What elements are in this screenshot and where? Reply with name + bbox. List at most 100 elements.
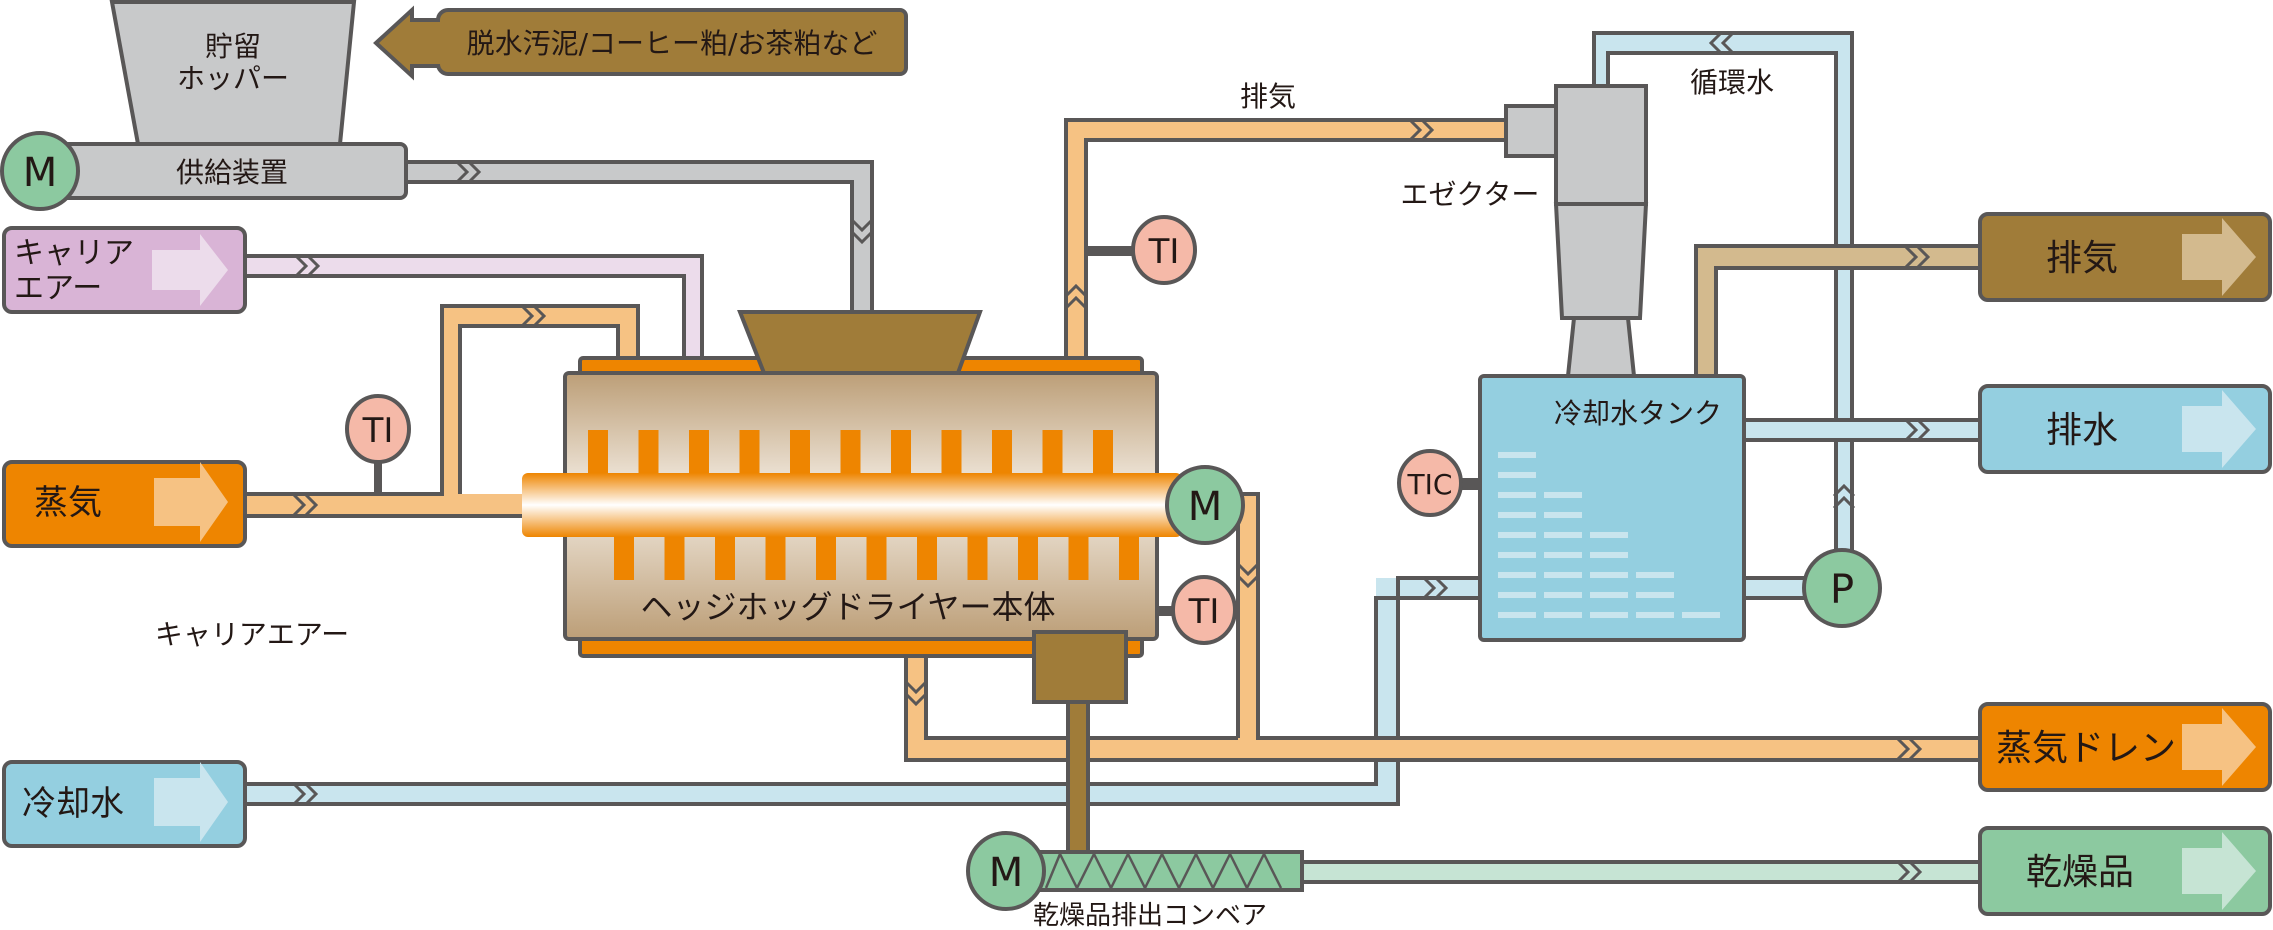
paddle-top xyxy=(1042,430,1063,474)
paddle-bottom xyxy=(765,536,786,580)
dryer-exhaust-pipe xyxy=(1064,118,1510,360)
carrier-air-label-line2: エアー xyxy=(14,271,102,306)
paddle-bottom xyxy=(664,536,685,580)
motor-label: M xyxy=(989,850,1024,896)
dryer-inlet-chute xyxy=(737,310,983,375)
paddle-top xyxy=(739,430,760,474)
pump-suction-pipe xyxy=(1744,576,1806,600)
dryer-label: ヘッジホッグドライヤー本体 xyxy=(640,588,1055,626)
water-level-line xyxy=(1544,552,1582,558)
paddle-bottom xyxy=(1068,536,1089,580)
steam-input: 蒸気 xyxy=(2,460,247,548)
water-level-line xyxy=(1498,472,1536,478)
cooling-water-label: 冷却水 xyxy=(22,784,124,824)
water-level-line xyxy=(1498,452,1536,458)
dryer-discharge-port xyxy=(1032,630,1128,704)
exhaust-output-label: 排気 xyxy=(2046,238,2118,279)
paddle-bottom xyxy=(866,536,887,580)
motor-label: M xyxy=(1188,484,1223,530)
water-level-line xyxy=(1544,532,1582,538)
tank-exhaust-pipe xyxy=(1694,244,1980,376)
dried-product-output: 乾燥品 xyxy=(1978,826,2272,916)
carrier-air-label-line1: キャリア xyxy=(14,236,134,271)
paddle-top xyxy=(891,430,911,474)
exhaust-output: 排気 xyxy=(1978,212,2272,302)
paddle-top xyxy=(790,430,810,474)
paddles xyxy=(588,430,1139,580)
discharge-shaft xyxy=(1066,698,1090,854)
steam-label: 蒸気 xyxy=(34,483,102,523)
water-level-line xyxy=(1544,592,1582,598)
drain-output-label: 排水 xyxy=(2046,410,2118,451)
water-level-line xyxy=(1590,592,1628,598)
exhaust-temp-indicator: TI xyxy=(1086,215,1197,285)
water-level-line xyxy=(1498,512,1536,518)
arrow-right-icon xyxy=(154,762,228,842)
feed-pipe xyxy=(405,160,874,314)
arrow-right-icon xyxy=(2182,390,2256,468)
dryer-temp-indicator: TI xyxy=(1157,575,1237,645)
water-level-line xyxy=(1636,592,1674,598)
steam-drain-output: 蒸気ドレン xyxy=(1978,702,2272,792)
screw-flight xyxy=(1044,850,1283,891)
paddle-bottom xyxy=(967,536,988,580)
ejector-label: エゼクター xyxy=(1401,178,1540,211)
water-level-line xyxy=(1498,612,1536,618)
carrier-air-input: キャリア エアー xyxy=(2,226,247,314)
arrow-right-icon xyxy=(154,462,228,542)
cooling-water-input: 冷却水 xyxy=(2,760,247,848)
cooling-water-pipe xyxy=(245,576,1482,806)
water-level-line xyxy=(1682,612,1720,618)
carrier-air-pipe xyxy=(245,254,704,360)
dryer-motor: M xyxy=(1165,465,1245,545)
water-level-line xyxy=(1498,492,1536,498)
paddle-top xyxy=(840,430,861,474)
water-level-line xyxy=(1544,512,1582,518)
paddle-top xyxy=(992,430,1012,474)
tank-drain-pipe xyxy=(1744,418,1980,442)
feeder: 供給装置 xyxy=(38,142,408,200)
paddle-top xyxy=(689,430,709,474)
storage-hopper: 貯留 ホッパー xyxy=(109,0,357,146)
ti-label: TI xyxy=(1148,232,1180,272)
water-level-line xyxy=(1544,492,1582,498)
arrow-right-icon xyxy=(2182,218,2256,296)
drain-output: 排水 xyxy=(1978,384,2272,474)
water-level-line xyxy=(1498,532,1536,538)
paddle-top xyxy=(588,430,608,474)
water-level-line xyxy=(1544,612,1582,618)
motor-label: M xyxy=(23,150,58,196)
water-level-line xyxy=(1590,612,1628,618)
water-level-lines xyxy=(1498,452,1720,618)
screw-flights xyxy=(1044,850,1283,891)
arrow-right-icon xyxy=(2182,832,2256,910)
paddle-top xyxy=(941,430,962,474)
ejector: エゼクター xyxy=(1401,84,1649,378)
raw-material-label: 脱水汚泥/コーヒー粕/お茶粕など xyxy=(467,27,878,60)
water-level-line xyxy=(1544,572,1582,578)
paddle-bottom xyxy=(614,536,634,580)
hopper-label-line2: ホッパー xyxy=(177,62,289,95)
circulating-water-label: 循環水 xyxy=(1690,66,1774,99)
water-level-line xyxy=(1590,552,1628,558)
paddle-bottom xyxy=(1119,536,1139,580)
steam-temp-indicator: TI xyxy=(345,394,411,496)
arrow-right-icon xyxy=(152,234,228,306)
cooling-water-tank: 冷却水タンク xyxy=(1478,374,1746,642)
tank-label: 冷却水タンク xyxy=(1554,397,1722,430)
water-level-line xyxy=(1636,612,1674,618)
arrow-right-icon xyxy=(2182,708,2256,786)
water-level-line xyxy=(1498,572,1536,578)
carrier-air-note: キャリアエアー xyxy=(155,618,349,651)
water-level-line xyxy=(1498,592,1536,598)
dried-product-pipe xyxy=(1300,860,1980,884)
discharge-conveyor: M 乾燥品排出コンベア xyxy=(966,831,1304,930)
paddle-bottom xyxy=(1018,536,1038,580)
paddle-bottom xyxy=(715,536,735,580)
feeder-label: 供給装置 xyxy=(176,156,288,189)
circulation-pump: P xyxy=(1802,548,1882,628)
water-level-line xyxy=(1636,572,1674,578)
steam-drain-output-label: 蒸気ドレン xyxy=(1996,728,2176,769)
hopper-label-line1: 貯留 xyxy=(205,30,261,63)
